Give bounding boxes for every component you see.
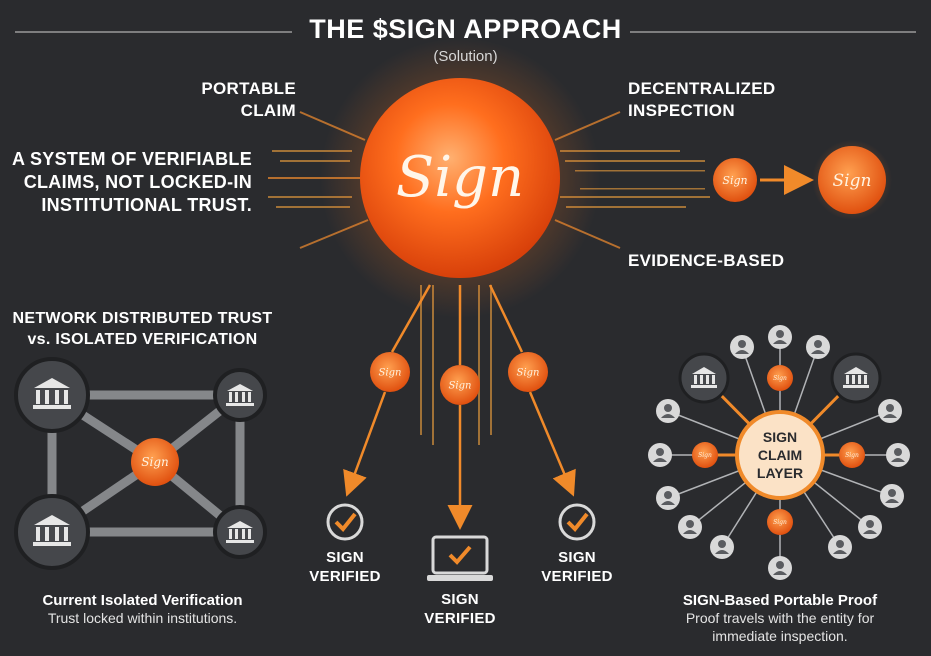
- user-icon: [656, 399, 680, 423]
- sign-mini-logo: Sign: [379, 368, 402, 379]
- user-icon: [886, 443, 910, 467]
- label-evidence-based: EVIDENCE-BASED: [628, 250, 828, 272]
- sign-mini-logo: Sign: [141, 455, 168, 469]
- institution-node: [16, 496, 88, 568]
- institution-node: [16, 359, 88, 431]
- user-icon: [806, 335, 830, 359]
- sign-mini-logo: Sign: [722, 174, 747, 187]
- sign-mini-logo: Sign: [698, 452, 712, 459]
- right-caption: SIGN-Based Portable Proof Proof travels …: [640, 592, 920, 645]
- user-icon: [710, 535, 734, 559]
- user-icon: [730, 335, 754, 359]
- user-icon: [656, 486, 680, 510]
- sign-mini-logo: Sign: [833, 171, 872, 191]
- user-icon: [880, 484, 904, 508]
- user-icon: [858, 515, 882, 539]
- institution-node: [215, 507, 265, 557]
- institution-node: [680, 354, 728, 402]
- page-subtitle: (Solution): [0, 48, 931, 65]
- laptop-check-icon: [427, 537, 493, 581]
- institution-node: [215, 370, 265, 420]
- user-icon: [678, 515, 702, 539]
- check-icon-left: [328, 505, 362, 539]
- user-icon: [828, 535, 852, 559]
- user-icon: [768, 325, 792, 349]
- left-caption: Current Isolated Verification Trust lock…: [0, 592, 285, 627]
- page-title: THE $SIGN APPROACH: [0, 14, 931, 45]
- sign-mini-logo: Sign: [773, 375, 787, 382]
- sign-mini-logo: Sign: [517, 368, 540, 379]
- institution-node: [832, 354, 880, 402]
- check-icon-right: [560, 505, 594, 539]
- sign-mini-logo: Sign: [845, 452, 859, 459]
- sign-mini-logo: Sign: [773, 519, 787, 526]
- sign-logo-text: Sign: [396, 145, 524, 210]
- sign-mini-logo: Sign: [449, 381, 472, 392]
- user-icon: [878, 399, 902, 423]
- user-icon: [648, 443, 672, 467]
- user-icon: [768, 556, 792, 580]
